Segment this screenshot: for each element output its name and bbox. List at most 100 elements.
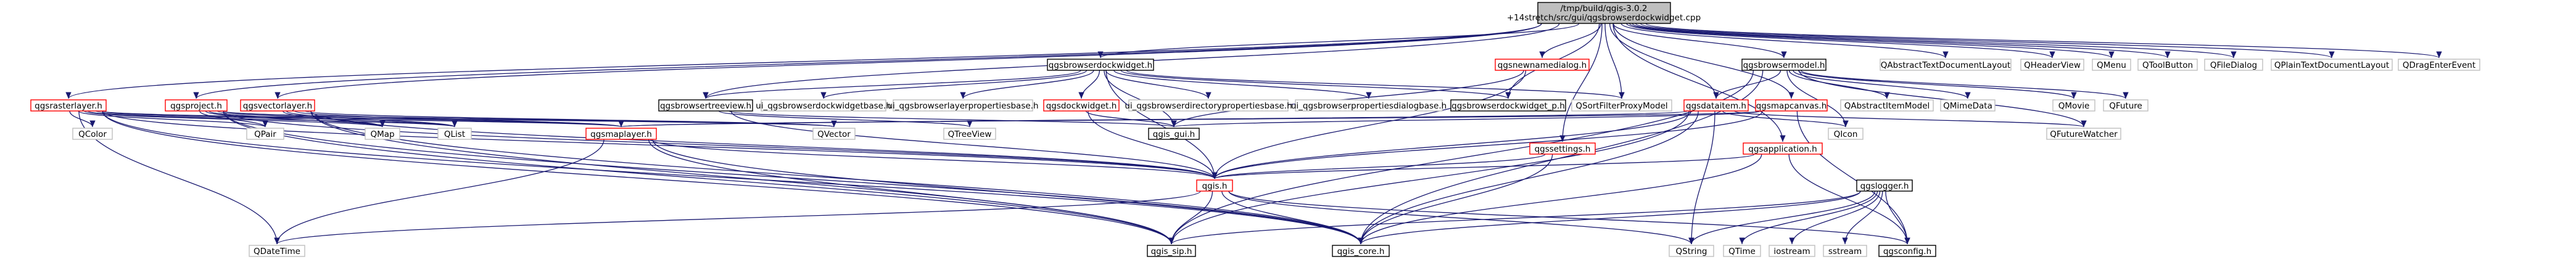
svg-text:QColor: QColor [78, 129, 107, 139]
edge-root-to-qgsrasterlayer [65, 23, 1542, 99]
svg-text:QAbstractTextDocumentLayout: QAbstractTextDocumentLayout [1881, 60, 2010, 70]
edge-qgsapplication-to-qgsconfig [1788, 154, 1910, 245]
edge-qgsbrowserdockwidget_h-to-ui_propertiesdialogbase [1113, 70, 1372, 99]
node-qgssettings[interactable]: qgssettings.h [1529, 142, 1596, 155]
edge-qgsdataitem-to-qgis_sip [1168, 110, 1690, 245]
root-node-path-continued: +14stretch/src/gui/qgsbrowserdockwidget.… [1507, 13, 1701, 23]
edge-qgslogger-to-qtime [1739, 190, 1878, 245]
node-qgsproject[interactable]: qgsproject.h [165, 99, 228, 112]
node-qmenu[interactable]: QMenu [2092, 59, 2131, 71]
edge-qgsbrowserdockwidget_h-to-qgsdockwidget [1078, 70, 1100, 99]
node-qfiledialog[interactable]: QFileDialog [2204, 59, 2263, 71]
edge-qgsmaplayer-to-qgis_core [652, 139, 1364, 245]
svg-text:QFutureWatcher: QFutureWatcher [2050, 129, 2118, 139]
svg-text:qgsbrowsertreeview.h: qgsbrowsertreeview.h [660, 101, 751, 111]
edge-qgsrasterlayer-to-qpair [78, 110, 268, 128]
edge-qgssettings-to-qgis_core [1358, 154, 1553, 245]
node-ui-qgsbrowserlayerpropertiesbase[interactable]: ui_qgsbrowserlayerpropertiesbase.h [887, 99, 1039, 112]
edge-qgssettings-to-qgis_h [1212, 154, 1546, 179]
edge-qgsdockwidget-to-qgs_gui [1085, 110, 1177, 128]
node-qtoolbutton[interactable]: QToolButton [2137, 59, 2198, 71]
edge-qgsapplication-to-qgis_h [1212, 154, 1755, 179]
edge-qgsbrowserdockwidget_h-to-ui_dockwidgetbase [820, 70, 1088, 99]
node-qfuture[interactable]: QFuture [2103, 99, 2149, 112]
node-qcolor[interactable]: QColor [72, 128, 113, 140]
node-qgsrasterlayer[interactable]: qgsrasterlayer.h [30, 99, 107, 112]
node-qpair[interactable]: QPair [246, 128, 284, 140]
svg-text:QHeaderView: QHeaderView [2024, 60, 2081, 70]
node-qgsdockwidget[interactable]: qgsdockwidget.h [1043, 99, 1120, 112]
node-qvector[interactable]: QVector [812, 128, 856, 140]
edge-qgsdataitem-to-qgis_h [1212, 110, 1691, 179]
edge-qgsvectorlayer-to-qvector [305, 110, 836, 128]
node-qgslogger[interactable]: qgslogger.h [1856, 179, 1913, 192]
edge-qgslogger-to-qgsconfig [1885, 190, 1910, 245]
edge-qgsapplication-to-qgis_core [1358, 154, 1762, 245]
edge-qgsbrowsermodel-to-qmimedata [1793, 70, 1971, 99]
node-qtime[interactable]: QTime [1723, 245, 1761, 257]
edge-root-to-qgsapplication [1612, 23, 1786, 142]
node-qabstractitemmodel[interactable]: QAbstractItemModel [1840, 99, 1934, 112]
node-qstring[interactable]: QString [1669, 245, 1714, 257]
node-qgis-gui[interactable]: qgis_gui.h [1148, 128, 1200, 140]
edge-qgsbrowsertreeview-to-qtreeview [718, 110, 973, 128]
svg-text:QDateTime: QDateTime [254, 247, 300, 256]
edge-qgsrasterlayer-to-qlist [87, 110, 458, 128]
node-qtreeview[interactable]: QTreeView [943, 128, 996, 140]
node-qgis-sip[interactable]: qgis_sip.h [1147, 245, 1196, 257]
node-qmimedata[interactable]: QMimeData [1940, 99, 1996, 112]
edge-root-to-qheaderview [1626, 23, 2055, 59]
node-qdatetime[interactable]: QDateTime [249, 245, 305, 257]
node-qicon[interactable]: QIcon [1828, 128, 1864, 140]
node-qgsvectorlayer[interactable]: qgsvectorlayer.h [240, 99, 315, 112]
node-sstream[interactable]: sstream [1823, 245, 1867, 257]
node-qgsmaplayer[interactable]: qgsmaplayer.h [585, 128, 657, 140]
node-qsortfilterproxymodel[interactable]: QSortFilterProxyModel [1571, 99, 1672, 112]
edge-root-to-qgsproject [193, 23, 1542, 99]
edge-qgsbrowserdockwidget_h-to-ui_layerpropertiesbase [960, 70, 1094, 99]
node-qmap[interactable]: QMap [365, 128, 400, 140]
node-iostream[interactable]: iostream [1769, 245, 1815, 257]
node-ui-qgsbrowserpropertiesdialogbase[interactable]: ui_qgsbrowserpropertiesdialogbase.h [1291, 99, 1447, 112]
svg-text:QIcon: QIcon [1834, 129, 1858, 139]
edge-qgsmaplayer-to-qgis_sip [648, 139, 1174, 245]
svg-text:qgsapplication.h: qgsapplication.h [1748, 144, 1817, 154]
edge-root-to-qmenu [1629, 23, 2115, 59]
node-ui-qgsbrowserdirectorypropertiesbase[interactable]: ui_qgsbrowserdirectorypropertiesbase.h [1125, 99, 1292, 112]
svg-text:qgsdataitem.h: qgsdataitem.h [1686, 101, 1746, 111]
node-qgsbrowserdockwidget-p[interactable]: qgsbrowserdockwidget_p.h [1450, 99, 1566, 112]
node-qgsconfig[interactable]: qgsconfig.h [1878, 245, 1936, 257]
node-qgsmapcanvas[interactable]: qgsmapcanvas.h [1755, 99, 1828, 112]
edge-root-to-qgsvectorlayer [275, 23, 1542, 99]
node-qgsbrowsertreeview[interactable]: qgsbrowsertreeview.h [658, 99, 753, 112]
edge-root-to-qgsbrowsermodel [1612, 23, 1787, 59]
edge-qgsvectorlayer-to-qgis_h [310, 110, 1218, 179]
svg-text:iostream: iostream [1773, 247, 1810, 256]
svg-text:QToolButton: QToolButton [2142, 60, 2193, 70]
edge-qgsproject-to-qpair [199, 110, 268, 128]
edge-qgsbrowserdockwidget_h-to-ui_dirpropertiesbase [1105, 70, 1212, 99]
svg-text:qgsbrowserdockwidget_p.h: qgsbrowserdockwidget_p.h [1451, 101, 1565, 111]
edge-qgis_h-to-qgis_core [1221, 190, 1364, 245]
node-qfuturewatcher[interactable]: QFutureWatcher [2046, 128, 2121, 140]
node-qlist[interactable]: QList [437, 128, 472, 140]
node-qgis-h[interactable]: qgis.h [1196, 179, 1233, 192]
edge-qgslogger-to-iostream [1789, 190, 1881, 245]
node-ui-qgsbrowserdockwidgetbase[interactable]: ui_qgsbrowserdockwidgetbase.h [756, 99, 891, 112]
node-qmovie[interactable]: QMovie [2052, 99, 2095, 112]
node-qgsdataitem[interactable]: qgsdataitem.h [1683, 99, 1749, 112]
edge-qgis_h-to-qstring [1228, 190, 1695, 245]
svg-text:QPair: QPair [254, 129, 276, 139]
node-qdragenterevent[interactable]: QDragEnterEvent [2398, 59, 2480, 71]
node-qplaintextdocumentlayout[interactable]: QPlainTextDocumentLayout [2271, 59, 2393, 71]
edge-qgslogger-to-qstring [1688, 190, 1875, 245]
node-qabstracttextdocumentlayout[interactable]: QAbstractTextDocumentLayout [1880, 59, 2012, 71]
node-qgsbrowserdockwidget-h[interactable]: qgsbrowserdockwidget.h [1047, 59, 1154, 71]
node-qgsnewnamedialog[interactable]: qgsnewnamedialog.h [1495, 59, 1590, 71]
svg-text:ui_qgsbrowserdirectoryproperti: ui_qgsbrowserdirectorypropertiesbase.h [1125, 101, 1292, 111]
node-qgsapplication[interactable]: qgsapplication.h [1743, 142, 1823, 155]
node-qgis-core[interactable]: qgis_core.h [1332, 245, 1390, 257]
svg-text:QMenu: QMenu [2097, 60, 2126, 70]
node-qgsbrowsermodel[interactable]: qgsbrowsermodel.h [1741, 59, 1827, 71]
node-qheaderview[interactable]: QHeaderView [2020, 59, 2084, 71]
